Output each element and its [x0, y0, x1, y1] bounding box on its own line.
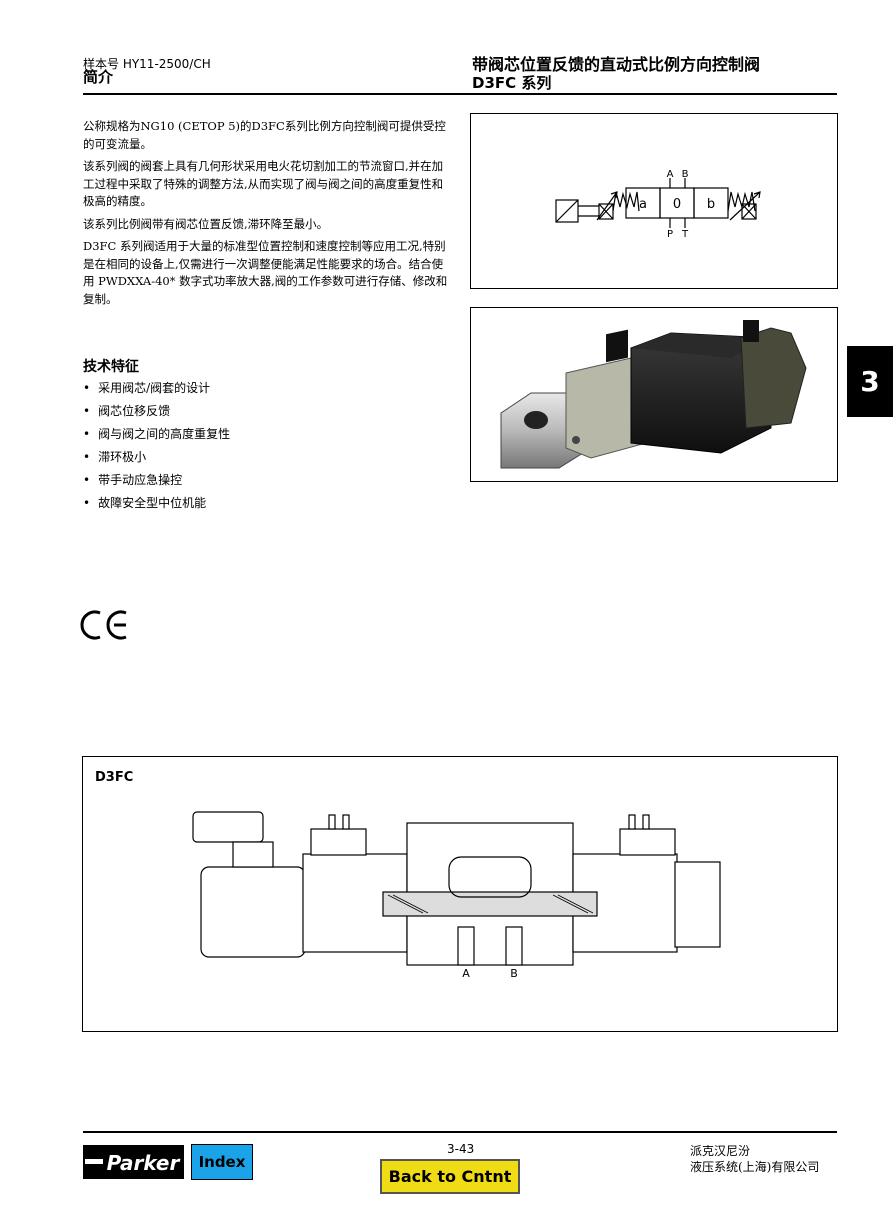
feature-item: 故障安全型中位机能: [83, 495, 230, 518]
symbol-label-a: a: [639, 197, 647, 212]
svg-text:Parker: Parker: [107, 1151, 181, 1175]
index-button[interactable]: Index: [191, 1144, 253, 1180]
port-label-t: T: [681, 229, 689, 240]
port-label-p: P: [667, 229, 673, 240]
feature-item: 采用阀芯/阀套的设计: [83, 380, 230, 403]
company-name-line2: 液压系统(上海)有限公司: [690, 1160, 820, 1174]
feature-item: 阀芯位移反馈: [83, 403, 230, 426]
chapter-tab: 3: [847, 346, 893, 417]
hydraulic-symbol-box: a 0 b A B P T: [470, 113, 838, 289]
position-b-box: [693, 187, 729, 219]
ce-mark-icon: [80, 605, 130, 655]
product-photo: [470, 307, 838, 482]
intro-paragraph: 该系列比例阀带有阀芯位置反馈,滞环降至最小。: [83, 216, 329, 231]
solenoid-left-icon: [555, 199, 579, 223]
hydraulic-symbol: a 0 b A B P T: [555, 169, 761, 240]
feature-item: 带手动应急操控: [83, 472, 230, 495]
section-drawing-box: A B: [82, 756, 838, 1032]
section-port-b: B: [510, 967, 518, 980]
feature-item: 阀与阀之间的高度重复性: [83, 426, 230, 449]
section-drawing-label: D3FC: [95, 770, 134, 785]
port-label-a: A: [667, 169, 674, 180]
intro-text: 公称规格为NG10 (CETOP 5)的D3FC系列比例方向控制阀可提供受控的可…: [83, 118, 453, 313]
valve-section-drawing: A B: [192, 811, 721, 980]
intro-paragraph: 该系列阀的阀套上具有几何形状采用电火花切割加工的节流窗口,并在加工过程中采取了特…: [83, 159, 444, 208]
features-list: 采用阀芯/阀套的设计 阀芯位移反馈 阀与阀之间的高度重复性 滞环极小 带手动应急…: [83, 380, 230, 518]
page-title: 带阀芯位置反馈的直动式比例方向控制阀: [472, 55, 761, 74]
intro-paragraph: 公称规格为NG10 (CETOP 5)的D3FC系列比例方向控制阀可提供受控的可…: [83, 119, 446, 151]
valve-photo-illustration: [500, 320, 807, 469]
back-to-contents-button[interactable]: Back to Cntnt: [380, 1159, 520, 1194]
header-rule: [83, 93, 837, 95]
port-label-b: B: [682, 169, 689, 180]
page-subtitle: D3FC 系列: [472, 74, 552, 92]
page-number: 3-43: [447, 1142, 475, 1156]
footer-rule: [83, 1131, 837, 1133]
symbol-label-b: b: [707, 197, 715, 212]
features-heading: 技术特征: [83, 359, 139, 375]
parker-logo: Parker: [83, 1145, 184, 1179]
intro-paragraph: D3FC 系列阀适用于大量的标准型位置控制和速度控制等应用工况,特别是在相同的设…: [83, 239, 448, 306]
symbol-label-0: 0: [673, 197, 681, 212]
catalog-number: 样本号 HY11-2500/CH: [83, 57, 211, 71]
section-port-a: A: [462, 967, 470, 980]
section-title: 简介: [83, 68, 114, 86]
feature-item: 滞环极小: [83, 449, 230, 472]
company-name-line1: 派克汉尼汾: [690, 1144, 751, 1158]
